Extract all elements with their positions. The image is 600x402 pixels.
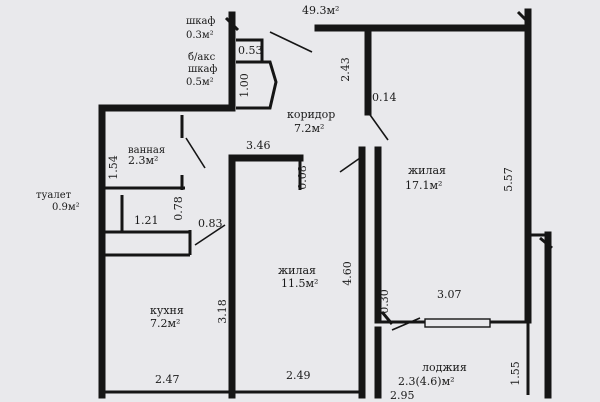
shkaf1-area: 0.3м² xyxy=(186,30,214,41)
shkaf2-area: 0.5м² xyxy=(186,77,214,88)
shkaf2-name2: шкаф xyxy=(188,64,218,75)
door-bigroom xyxy=(367,111,389,141)
vannaya-area: 2.3м² xyxy=(128,154,159,167)
dim-307: 3.07 xyxy=(437,288,462,301)
dim-030: 0.30 xyxy=(377,289,391,314)
vannaya-name: ванная xyxy=(128,145,166,156)
door-bath xyxy=(185,137,206,169)
tick-right-mid xyxy=(539,236,553,250)
dim-078: 0.78 xyxy=(171,196,185,221)
door-entrance xyxy=(269,31,313,53)
dim-053: 0.53 xyxy=(238,44,263,57)
dim-083: 0.83 xyxy=(198,217,223,230)
kuhnya-area: 7.2м² xyxy=(150,317,181,330)
zhilaya-small-area: 11.5м² xyxy=(281,277,319,290)
kuhnya-name: кухня xyxy=(150,304,184,317)
koridor-name: коридор xyxy=(287,108,336,121)
closet-outline-2 xyxy=(236,60,278,110)
dim-460: 4.60 xyxy=(340,261,354,286)
tualet-area: 0.9м² xyxy=(52,202,80,213)
dim-014: 0.14 xyxy=(372,91,397,104)
dim-008: 0.08 xyxy=(295,165,309,190)
door-smallroom xyxy=(339,157,361,173)
door-kitchen xyxy=(194,224,226,246)
dim-249: 2.49 xyxy=(286,369,311,382)
dim-557: 5.57 xyxy=(501,167,515,192)
tick-right-low xyxy=(380,311,394,325)
dim-121: 1.21 xyxy=(134,214,159,227)
total-area: 49.3м² xyxy=(302,4,340,17)
shkaf1-name: шкаф xyxy=(186,16,216,27)
tick-top-right xyxy=(516,10,532,26)
lodzhia-name: лоджия xyxy=(422,361,467,374)
tualet-name: туалет xyxy=(36,190,72,201)
door-loggia xyxy=(391,317,421,331)
dim-346: 3.46 xyxy=(246,139,271,152)
lodzhia-area: 2.3(4.6)м² xyxy=(398,375,455,388)
dim-243: 2.43 xyxy=(338,57,352,82)
dim-154: 1.54 xyxy=(106,155,120,180)
zhilaya-big-area: 17.1м² xyxy=(405,179,443,192)
dim-318: 3.18 xyxy=(215,299,229,324)
zhilaya-big-name: жилая xyxy=(408,164,446,177)
dim-100: 1.00 xyxy=(237,73,251,98)
dim-247: 2.47 xyxy=(155,373,180,386)
shkaf2-name1: б/акс xyxy=(188,52,216,63)
tick-top-left xyxy=(224,16,240,32)
koridor-area: 7.2м² xyxy=(294,122,325,135)
dim-295: 2.95 xyxy=(390,389,415,402)
zhilaya-small-name: жилая xyxy=(278,264,316,277)
dim-155: 1.55 xyxy=(508,361,522,386)
window-loggia xyxy=(424,318,491,328)
